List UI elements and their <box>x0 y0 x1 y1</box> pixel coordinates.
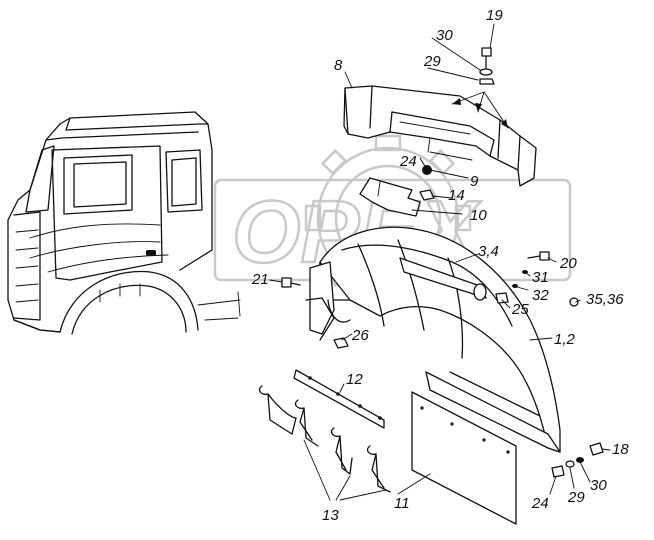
part-1-2-mudguard <box>305 226 561 453</box>
washer-30b-icon <box>576 457 584 463</box>
bolt-18-icon <box>589 442 604 456</box>
washer-30-icon <box>479 68 493 76</box>
washer-32-icon <box>512 284 518 288</box>
callout-30-top: 30 <box>436 27 453 44</box>
part-11-mudflap <box>411 391 517 525</box>
callout-13: 13 <box>322 507 339 524</box>
callout-26: 26 <box>351 327 369 344</box>
callout-31: 31 <box>532 269 549 286</box>
callout-24-top: 24 <box>399 153 417 170</box>
part-10-plate <box>359 177 421 217</box>
callout-25: 25 <box>511 301 529 318</box>
callout-21: 21 <box>251 271 269 288</box>
callout-24-bottom: 24 <box>531 495 549 512</box>
cab-body <box>7 111 241 335</box>
callout-20: 20 <box>559 255 577 272</box>
callout-12: 12 <box>346 371 363 388</box>
callout-3-4: 3,4 <box>478 243 499 260</box>
callout-32: 32 <box>532 287 549 304</box>
callout-30-bottom: 30 <box>590 477 607 494</box>
callout-9: 9 <box>470 173 479 190</box>
part-8-top-bracket <box>343 85 537 187</box>
callout-29-top: 29 <box>423 53 441 70</box>
nut-35-36-icon <box>569 297 579 307</box>
washer-29b-icon <box>565 460 575 468</box>
callout-1-2: 1,2 <box>554 331 576 348</box>
nut-29-icon <box>479 78 495 85</box>
part-13-clips <box>258 385 391 493</box>
callout-14: 14 <box>448 187 465 204</box>
part-12-strip <box>293 369 385 429</box>
callout-8: 8 <box>334 57 343 74</box>
callout-11: 11 <box>394 495 410 512</box>
callout-10: 10 <box>470 207 487 224</box>
nut-26-icon <box>333 337 349 349</box>
fasteners-bottom <box>551 442 604 478</box>
callout-labels: 19 30 29 8 24 9 14 10 3,4 20 31 32 25 35… <box>251 7 629 524</box>
bolt-19-icon <box>481 47 492 57</box>
callout-35-36: 35,36 <box>586 291 624 308</box>
bolt-20-icon <box>539 251 550 261</box>
nut-24-icon <box>422 165 432 175</box>
nut-14-icon <box>419 189 435 201</box>
callout-19: 19 <box>486 7 503 24</box>
bolt-21-icon <box>281 277 292 288</box>
callout-18: 18 <box>612 441 629 458</box>
leader-lines <box>269 23 611 501</box>
callout-29-bottom: 29 <box>567 489 585 506</box>
fasteners-right <box>281 251 579 349</box>
fasteners-top <box>419 47 495 201</box>
nut-24b-icon <box>551 465 565 478</box>
nut-25-icon <box>495 292 509 304</box>
